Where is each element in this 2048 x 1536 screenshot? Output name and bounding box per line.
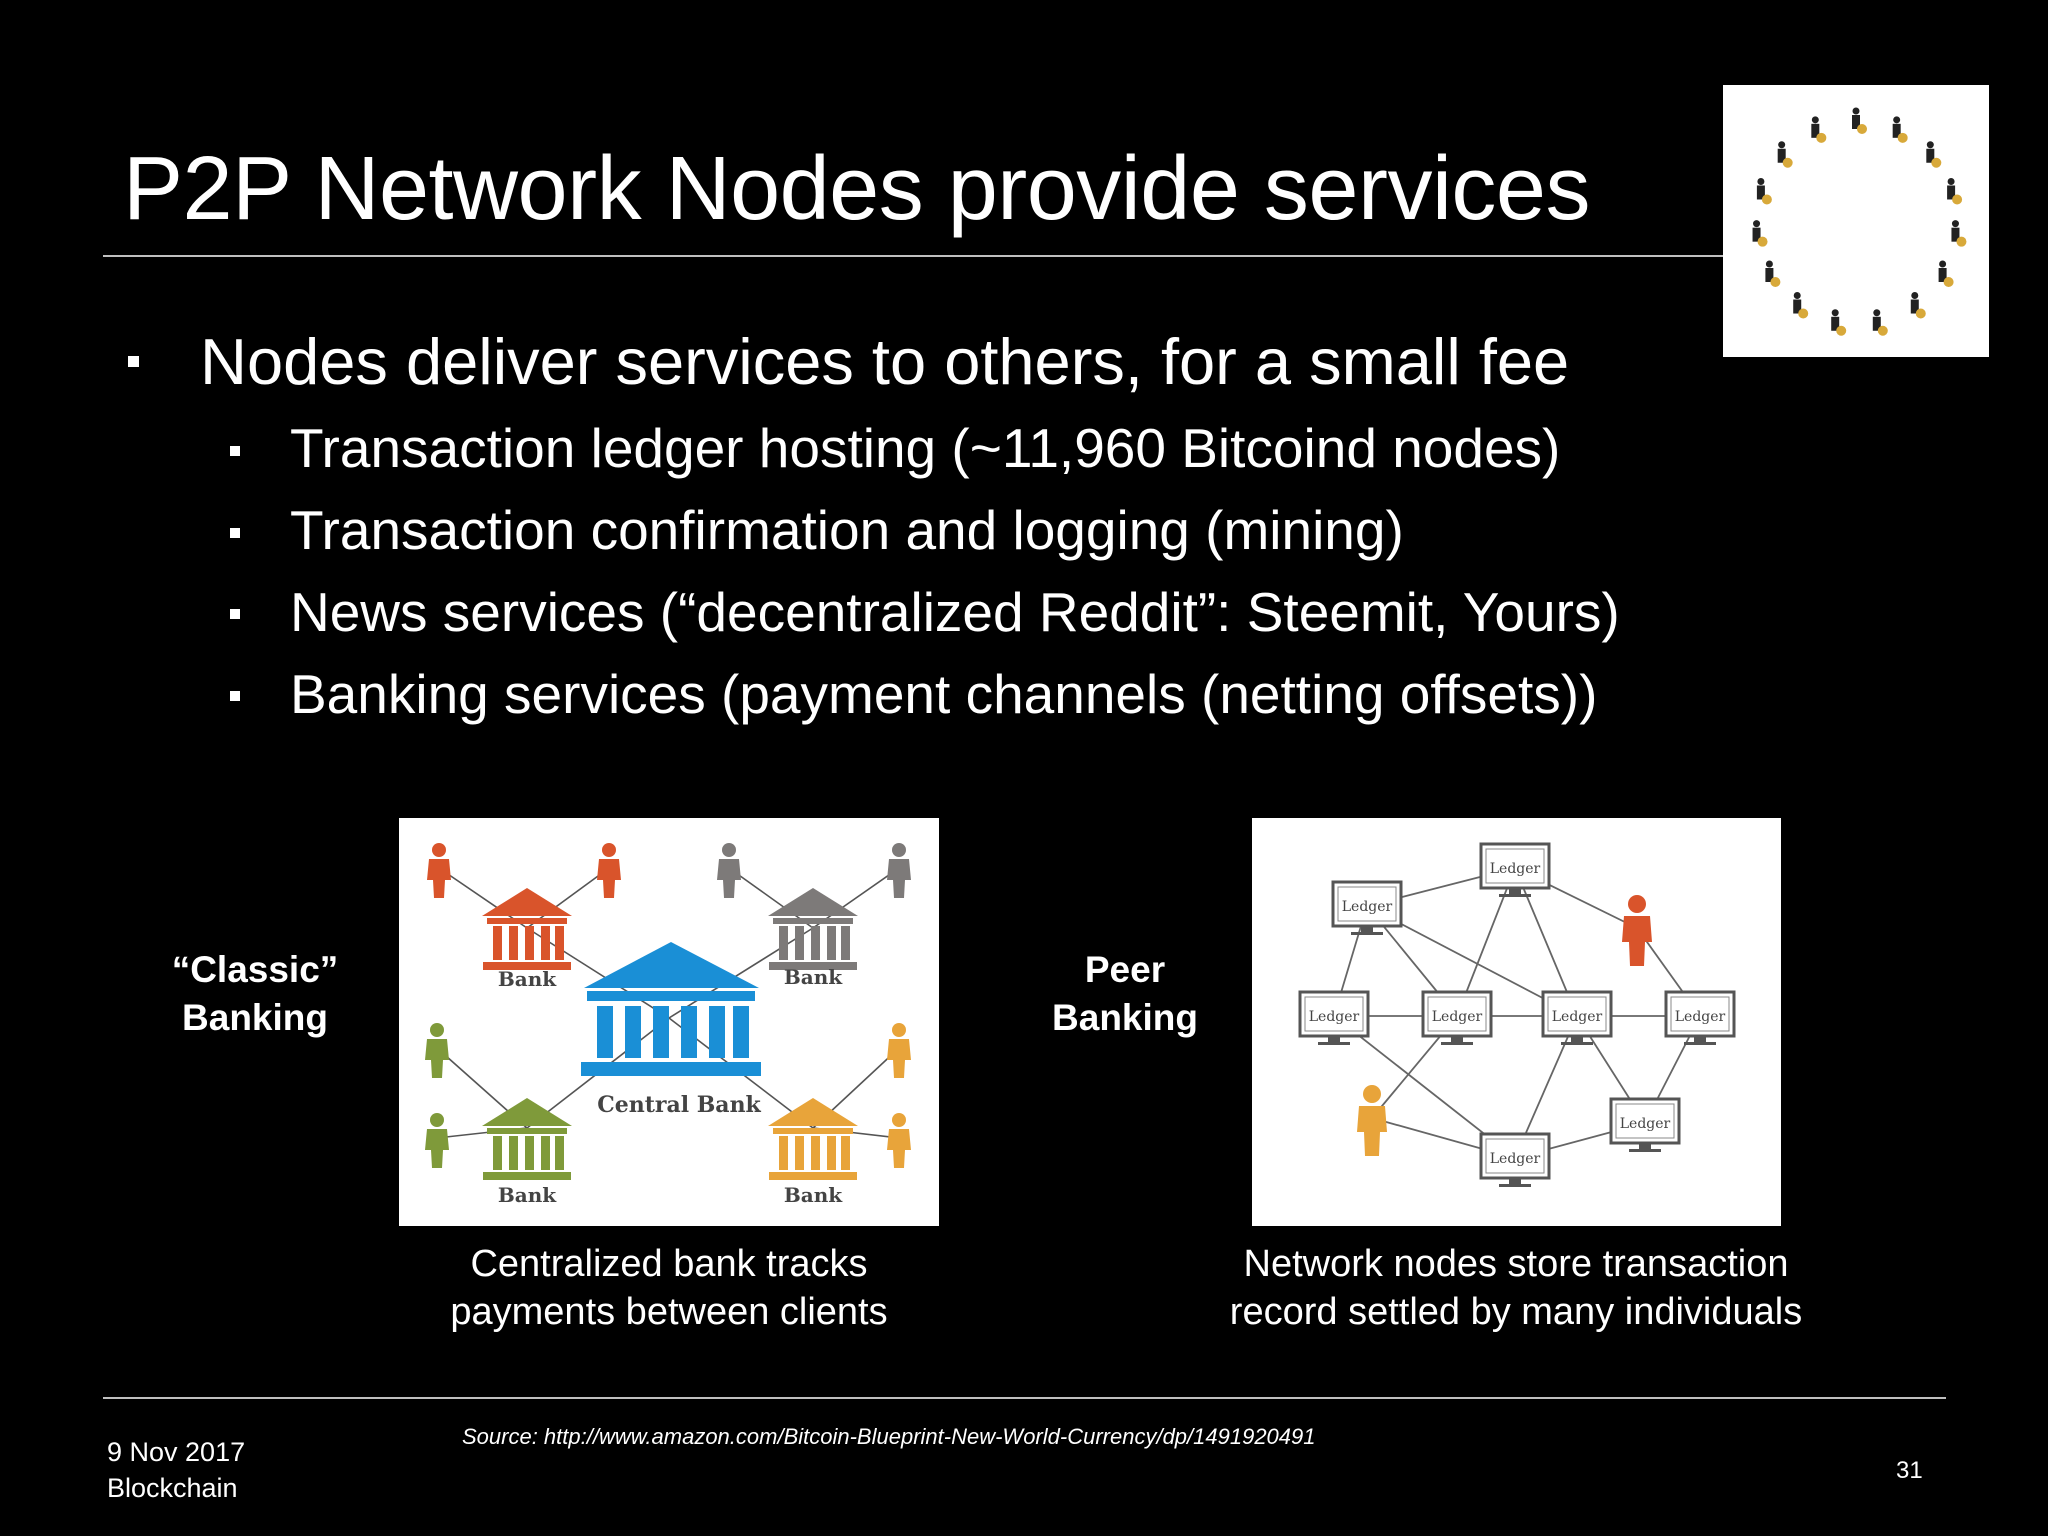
bank-icon xyxy=(482,1098,572,1180)
person-with-coin-icon xyxy=(1756,177,1772,205)
footer-divider xyxy=(103,1397,1946,1399)
peer-person-icon xyxy=(1357,1085,1387,1156)
sub-bullet-banking: Banking services (payment channels (nett… xyxy=(290,663,1598,725)
peer-banking-caption: Network nodes store transaction record s… xyxy=(1166,1240,1866,1336)
page-number: 31 xyxy=(1896,1457,1923,1484)
sub-bullet-marker xyxy=(230,609,240,619)
sub-bullet-ledger-hosting: Transaction ledger hosting (~11,960 Bitc… xyxy=(290,417,1561,479)
peer-banking-svg: Ledger Ledger Ledger Ledger Ledger Ledge… xyxy=(1298,842,1736,1189)
slide-title: P2P Network Nodes provide services xyxy=(123,139,1591,239)
peer-banking-label: Peer Banking xyxy=(1030,946,1220,1042)
person-with-coin-icon xyxy=(1811,116,1827,143)
peer-label-line1: Peer xyxy=(1084,949,1166,990)
person-with-coin-icon xyxy=(1765,260,1781,287)
central-bank-label: Central Bank xyxy=(597,1092,761,1118)
ledger-label: Ledger xyxy=(1620,1116,1671,1132)
person-with-coin-icon xyxy=(1951,220,1967,247)
client-person-icon xyxy=(717,843,741,898)
peer-banking-diagram: Ledger Ledger Ledger Ledger Ledger Ledge… xyxy=(1252,818,1781,1226)
person-with-coin-icon xyxy=(1777,141,1793,168)
person-with-coin-icon xyxy=(1852,107,1867,134)
people-circle-with-coins-icon xyxy=(1723,85,1989,357)
client-person-icon xyxy=(425,1113,449,1168)
person-with-coin-icon xyxy=(1926,141,1942,168)
person-with-coin-icon xyxy=(1793,292,1809,319)
client-person-icon xyxy=(887,1113,911,1168)
main-bullet: Nodes deliver services to others, for a … xyxy=(200,325,1570,398)
person-with-coin-icon xyxy=(1752,220,1768,247)
ledger-label: Ledger xyxy=(1552,1009,1603,1025)
client-person-icon xyxy=(597,843,621,898)
person-with-coin-icon xyxy=(1938,260,1954,287)
client-person-icon xyxy=(425,1023,449,1078)
client-person-icon xyxy=(887,1023,911,1078)
sub-bullet-news: News services (“decentralized Reddit”: S… xyxy=(290,581,1620,643)
classic-caption-line2: payments between clients xyxy=(450,1291,888,1333)
bank-icon xyxy=(768,1098,858,1180)
classic-banking-diagram: Bank Bank Central Bank Bank Bank xyxy=(399,818,939,1226)
people-circle-illustration xyxy=(1752,107,1967,336)
ledger-label: Ledger xyxy=(1490,861,1541,877)
peer-person-icon xyxy=(1622,895,1652,966)
person-with-coin-icon xyxy=(1947,177,1963,205)
sub-bullet-marker xyxy=(230,446,240,456)
ledger-label: Ledger xyxy=(1309,1009,1360,1025)
classic-label-line1: “Classic” xyxy=(171,949,339,990)
bank-icon xyxy=(482,888,572,970)
ledger-label: Ledger xyxy=(1490,1151,1541,1167)
classic-banking-label: “Classic” Banking xyxy=(150,946,360,1042)
bank-label: Bank xyxy=(784,965,843,989)
classic-banking-caption: Centralized bank tracks payments between… xyxy=(369,1240,969,1336)
footer-topic: Blockchain xyxy=(107,1473,238,1503)
central-bank-icon xyxy=(581,942,761,1076)
bank-icon xyxy=(768,888,858,970)
sub-bullet-marker xyxy=(230,528,240,538)
person-with-coin-icon xyxy=(1910,292,1926,319)
classic-label-line2: Banking xyxy=(182,997,328,1038)
peer-caption-line2: record settled by many individuals xyxy=(1229,1291,1803,1333)
peer-label-line2: Banking xyxy=(1052,997,1198,1038)
classic-banking-svg: Bank Bank Central Bank Bank Bank xyxy=(425,843,911,1207)
source-citation: Source: http://www.amazon.com/Bitcoin-Bl… xyxy=(462,1424,1316,1449)
ledger-label: Ledger xyxy=(1675,1009,1726,1025)
bank-label: Bank xyxy=(498,967,557,991)
bank-label: Bank xyxy=(784,1183,843,1207)
person-with-coin-icon xyxy=(1831,309,1847,336)
person-with-coin-icon xyxy=(1892,116,1908,143)
footer-date: 9 Nov 2017 xyxy=(107,1437,246,1467)
person-with-coin-icon xyxy=(1872,309,1888,336)
title-divider xyxy=(103,255,1725,257)
ledger-label: Ledger xyxy=(1342,899,1393,915)
ledger-label: Ledger xyxy=(1432,1009,1483,1025)
sub-bullet-marker xyxy=(230,691,240,701)
client-person-icon xyxy=(427,843,451,898)
sub-bullet-mining: Transaction confirmation and logging (mi… xyxy=(290,499,1404,561)
peer-caption-line1: Network nodes store transaction xyxy=(1243,1243,1789,1285)
classic-caption-line1: Centralized bank tracks xyxy=(470,1243,868,1285)
bank-label: Bank xyxy=(498,1183,557,1207)
bullet-marker xyxy=(128,356,139,367)
client-person-icon xyxy=(887,843,911,898)
